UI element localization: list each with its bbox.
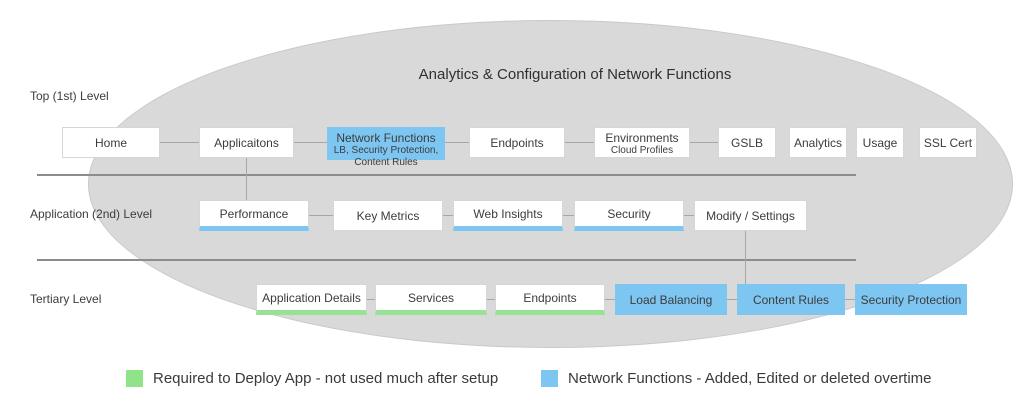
node-network-functions-sub2: Content Rules <box>354 157 418 168</box>
node-home-label: Home <box>94 135 127 150</box>
divider-line-bottom <box>37 259 856 261</box>
node-key-metrics-label: Key Metrics <box>356 208 420 223</box>
node-web-insights: Web Insights <box>453 200 563 231</box>
level-label-application: Application (2nd) Level <box>30 207 153 221</box>
node-services: Services <box>375 284 487 315</box>
node-home: Home <box>62 127 160 158</box>
node-application-details-label: Application Details <box>262 290 361 305</box>
connector-loadbalancing-contentrules <box>727 299 737 300</box>
connector-services-endpoints <box>487 299 495 300</box>
node-load-balancing-label: Load Balancing <box>629 292 713 307</box>
connector-appdetails-services <box>367 299 375 300</box>
node-modify-settings-label: Modify / Settings <box>706 208 795 223</box>
legend: Required to Deploy App - not used much a… <box>0 368 1024 398</box>
node-application-details: Application Details <box>256 284 367 315</box>
node-applications: Applicaitons <box>199 127 294 158</box>
connector-contentrules-securityprotection <box>845 299 855 300</box>
node-security-protection-label: Security Protection <box>860 292 962 307</box>
node-modify-settings: Modify / Settings <box>694 200 807 231</box>
node-network-functions-label: Network Functions <box>336 131 436 145</box>
legend-blue-label: Network Functions - Added, Edited or del… <box>568 370 932 387</box>
node-security-protection: Security Protection <box>855 284 967 315</box>
node-services-label: Services <box>407 290 454 305</box>
connector-modify-contentrules <box>745 231 746 284</box>
node-endpoints-tertiary: Endpoints <box>495 284 605 315</box>
connector-endpoints-loadbalancing <box>605 299 615 300</box>
node-gslb-label: GSLB <box>730 135 763 150</box>
legend-green-label: Required to Deploy App - not used much a… <box>153 370 499 387</box>
connector-environments-gslb <box>690 142 718 143</box>
node-content-rules-label: Content Rules <box>752 292 830 307</box>
node-security: Security <box>574 200 684 231</box>
node-environments: Environments Cloud Profiles <box>594 127 690 158</box>
node-network-functions-sub1: LB, Security Protection, <box>333 145 439 156</box>
connector-webinsights-security <box>563 215 574 216</box>
divider-line-top <box>37 174 856 176</box>
connector-networkfn-endpoints <box>445 142 469 143</box>
node-performance: Performance <box>199 200 309 231</box>
node-key-metrics: Key Metrics <box>333 200 443 231</box>
node-load-balancing: Load Balancing <box>615 284 727 315</box>
node-analytics: Analytics <box>789 127 847 158</box>
level-label-top: Top (1st) Level <box>30 89 109 103</box>
node-analytics-label: Analytics <box>793 135 843 150</box>
connector-endpoints-environments <box>565 142 594 143</box>
level-label-tertiary: Tertiary Level <box>30 292 102 306</box>
node-endpoints-top: Endpoints <box>469 127 565 158</box>
legend-blue-swatch <box>541 370 558 387</box>
connector-security-modify <box>684 215 694 216</box>
connector-applications-performance <box>246 158 247 200</box>
diagram-title: Analytics & Configuration of Network Fun… <box>418 66 732 83</box>
connector-home-applications <box>160 142 199 143</box>
node-security-label: Security <box>607 206 651 221</box>
node-ssl-cert: SSL Cert <box>919 127 977 158</box>
node-endpoints-tertiary-label: Endpoints <box>523 290 577 305</box>
legend-green-swatch <box>126 370 143 387</box>
node-performance-label: Performance <box>219 206 289 221</box>
node-ssl-cert-label: SSL Cert <box>923 135 973 150</box>
node-environments-sub: Cloud Profiles <box>610 145 674 156</box>
node-content-rules: Content Rules <box>737 284 845 315</box>
node-environments-label: Environments <box>605 131 679 145</box>
connector-applications-networkfn <box>294 142 327 143</box>
node-network-functions: Network Functions LB, Security Protectio… <box>327 127 445 168</box>
connector-performance-keymetrics <box>309 215 333 216</box>
node-usage-label: Usage <box>862 135 898 150</box>
connector-keymetrics-webinsights <box>443 215 453 216</box>
node-usage: Usage <box>856 127 904 158</box>
node-endpoints-top-label: Endpoints <box>490 135 544 150</box>
node-applications-label: Applicaitons <box>214 135 279 150</box>
node-web-insights-label: Web Insights <box>473 206 543 221</box>
node-gslb: GSLB <box>718 127 776 158</box>
